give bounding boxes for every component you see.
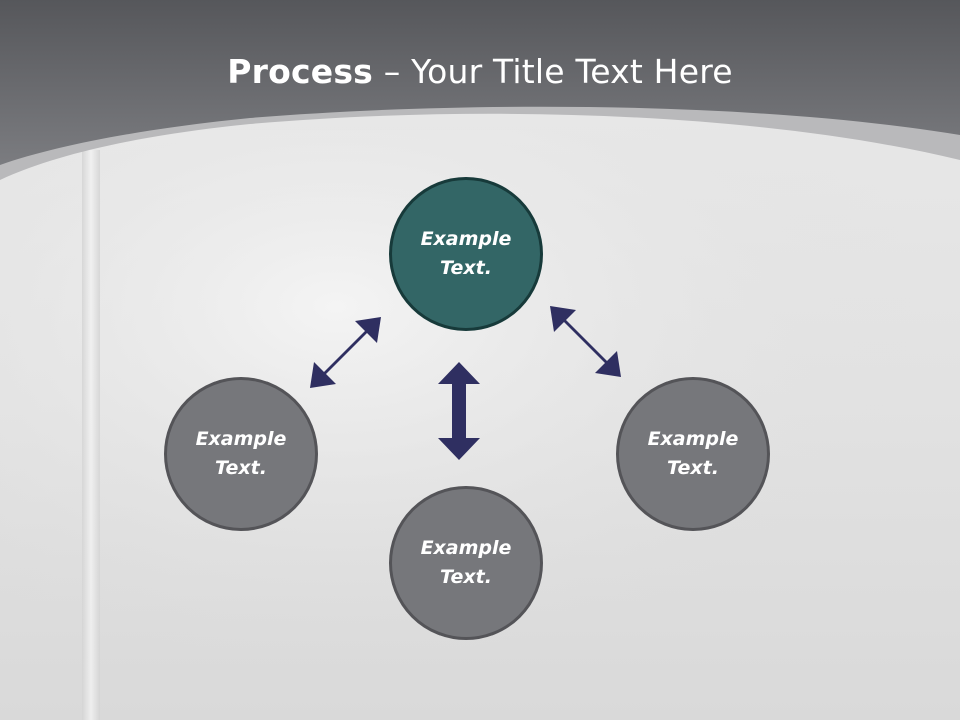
double-arrow-right-diagonal [550, 306, 621, 377]
node-top-line1: Example [420, 228, 512, 250]
node-right-line2: Text. [667, 457, 719, 479]
slide-title: Process – Your Title Text Here [0, 52, 960, 91]
node-bottom-line1: Example [420, 537, 512, 559]
title-rest: – Your Title Text Here [373, 52, 733, 91]
process-node-top: Example Text. [389, 177, 543, 331]
process-node-left: Example Text. [164, 377, 318, 531]
header-band [0, 0, 960, 165]
node-bottom-line2: Text. [440, 566, 492, 588]
title-bold: Process [227, 52, 374, 91]
double-arrow-left-diagonal [310, 317, 381, 388]
node-left-line1: Example [195, 428, 287, 450]
process-node-right: Example Text. [616, 377, 770, 531]
process-node-bottom: Example Text. [389, 486, 543, 640]
vertical-light-bar [82, 150, 100, 720]
node-top-line2: Text. [440, 257, 492, 279]
double-arrow-vertical [438, 362, 480, 460]
node-right-line1: Example [647, 428, 739, 450]
node-left-line2: Text. [215, 457, 267, 479]
